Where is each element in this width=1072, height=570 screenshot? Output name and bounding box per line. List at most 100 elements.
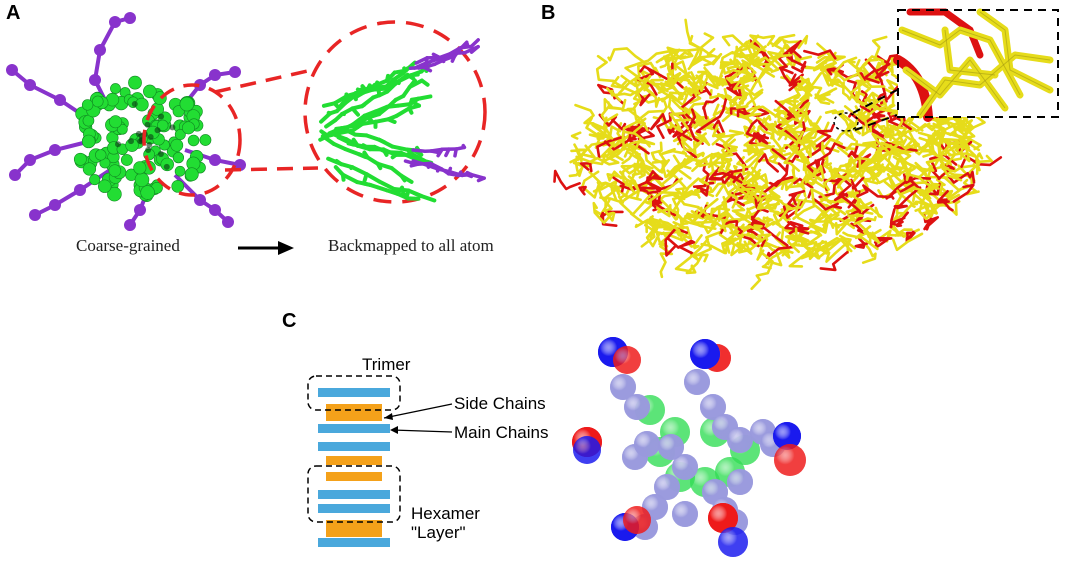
cg-arm-bead bbox=[24, 79, 36, 91]
lavender-sphere-shade bbox=[634, 431, 660, 457]
lavender-sphere-shade bbox=[727, 469, 753, 495]
aa-lower-green-chain bbox=[421, 196, 434, 200]
network-yellow-strand bbox=[806, 67, 817, 68]
side-chains-arrowhead bbox=[384, 413, 393, 420]
red-sphere-shade bbox=[613, 346, 641, 374]
aa-lower-green-chain bbox=[367, 174, 380, 181]
cg-arm-bead bbox=[209, 69, 221, 81]
cg-core-shadow bbox=[158, 113, 164, 119]
cg-arm-bead bbox=[29, 209, 41, 221]
side-chain-bar bbox=[326, 404, 382, 413]
blue-sphere-shade bbox=[690, 339, 720, 369]
main-chain-bar bbox=[318, 442, 390, 451]
cg-core-bead bbox=[188, 135, 199, 146]
network-yellow-strand bbox=[660, 149, 685, 154]
cg-arm-bead bbox=[209, 204, 221, 216]
side-chain-bar bbox=[326, 456, 382, 465]
network-yellow-strand bbox=[572, 133, 580, 139]
cg-core-shadow bbox=[128, 138, 134, 144]
hexamer-spheres bbox=[572, 337, 806, 557]
aa-upper-green-chain bbox=[422, 81, 428, 85]
cg-arm-bead bbox=[209, 154, 221, 166]
cg-arm-bead bbox=[94, 44, 106, 56]
cg-arm-bead bbox=[24, 154, 36, 166]
side-chain-bar bbox=[326, 412, 382, 421]
cg-core-shadow bbox=[115, 141, 121, 147]
cg-core-bead bbox=[82, 99, 93, 110]
main-chains-arrow bbox=[392, 430, 452, 432]
cg-core-bead bbox=[173, 152, 184, 163]
trimer-label: Trimer bbox=[362, 355, 410, 375]
cg-arm-bead bbox=[6, 64, 18, 76]
cg-core-shadow bbox=[132, 101, 138, 107]
lavender-sphere-shade bbox=[727, 427, 753, 453]
blue-sphere-shade bbox=[573, 436, 601, 464]
aa-upper-green-chain bbox=[396, 108, 409, 116]
lavender-sphere-shade bbox=[684, 369, 710, 395]
main-chain-bar bbox=[318, 538, 390, 547]
cg-core-shadow bbox=[146, 142, 152, 148]
cg-arm-bead bbox=[74, 184, 86, 196]
network-yellow-strand bbox=[690, 36, 719, 57]
main-chain-bar bbox=[318, 424, 390, 433]
side-chains-arrow bbox=[384, 404, 452, 418]
panel-a-coarse-grained-graphic bbox=[0, 0, 520, 250]
cg-core-bead bbox=[109, 116, 121, 128]
network-red-strand bbox=[555, 171, 580, 189]
cg-arm-bead bbox=[222, 216, 234, 228]
cg-core-bead bbox=[98, 180, 111, 193]
aa-upper-green-chain bbox=[410, 81, 422, 87]
hexamer-sphere-model bbox=[565, 332, 825, 567]
backmapped-caption: Backmapped to all atom bbox=[328, 236, 494, 256]
cg-core-shadow bbox=[136, 131, 142, 137]
cg-core-bead bbox=[143, 85, 156, 98]
cg-core-bead bbox=[82, 135, 95, 148]
lavender-sphere-shade bbox=[672, 501, 698, 527]
panel-b-polymer-network bbox=[550, 0, 1070, 270]
cg-core-bead bbox=[128, 76, 141, 89]
aa-upper-green-chain bbox=[362, 98, 373, 107]
red-sphere-shade bbox=[623, 506, 651, 534]
cg-core-bead bbox=[185, 168, 198, 181]
cg-core-bead bbox=[89, 174, 99, 184]
blue-sphere-shade bbox=[718, 527, 748, 557]
aa-lower-green-chain bbox=[380, 140, 393, 147]
cg-core-bead bbox=[175, 166, 185, 176]
cg-core-bead bbox=[141, 186, 155, 200]
network-red-strand bbox=[580, 187, 586, 194]
network-yellow-strand bbox=[849, 215, 863, 216]
cg-arm-bead bbox=[194, 194, 206, 206]
hexamer-label: Hexamer bbox=[411, 504, 480, 524]
layer-label: "Layer" bbox=[411, 523, 466, 543]
network-yellow-strand bbox=[609, 48, 646, 63]
red-sphere-shade bbox=[774, 444, 806, 476]
aa-upper-green-chain bbox=[373, 89, 386, 90]
cg-core-bead bbox=[110, 83, 120, 93]
backmap-arrow bbox=[236, 238, 296, 258]
panel-c-letter: C bbox=[282, 310, 296, 333]
cg-core-shadow bbox=[169, 124, 175, 130]
cg-core-bead bbox=[92, 96, 103, 107]
side-chain-bar bbox=[326, 472, 382, 481]
cg-core-shadow bbox=[155, 127, 161, 133]
cg-arm-bead bbox=[229, 66, 241, 78]
cg-arm-bead bbox=[124, 12, 136, 24]
aa-lower-green-chain bbox=[353, 167, 367, 174]
aa-lower-purple-chain bbox=[463, 146, 464, 148]
aa-upper-green-chain bbox=[418, 96, 430, 98]
main-chain-bar bbox=[318, 504, 390, 513]
aa-lower-green-chain bbox=[387, 152, 402, 153]
cg-core-bead bbox=[121, 154, 132, 165]
side-chain-bar bbox=[326, 528, 382, 537]
network-yellow-strand bbox=[977, 156, 992, 170]
aa-lower-purple-chain bbox=[479, 178, 485, 180]
all-atom-molecule bbox=[320, 40, 484, 201]
main-chain-bar bbox=[318, 490, 390, 499]
cg-core-bead bbox=[134, 162, 146, 174]
cg-core-shadow bbox=[145, 122, 151, 128]
network-yellow-strand bbox=[640, 200, 650, 216]
main-chains-arrowhead bbox=[390, 426, 398, 434]
cg-core-bead bbox=[182, 122, 194, 134]
cg-core-bead bbox=[135, 173, 149, 187]
main-chain-bar bbox=[318, 388, 390, 397]
